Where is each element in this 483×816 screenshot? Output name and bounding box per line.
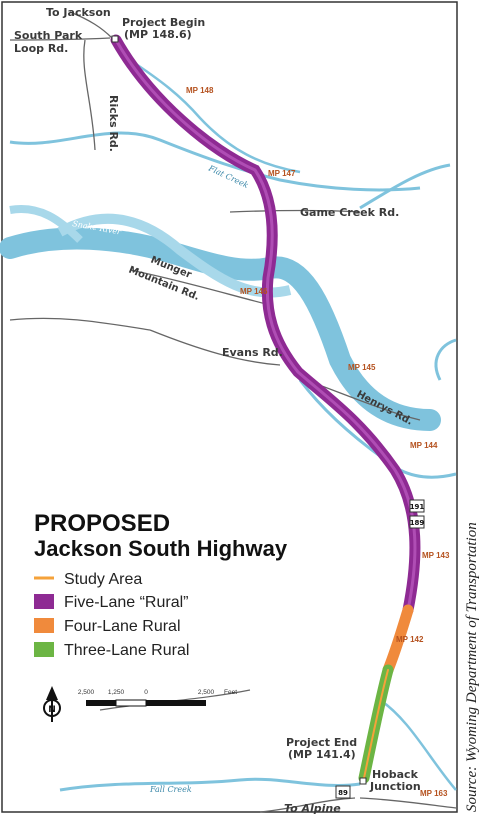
evans-rd-label: Evans Rd.	[222, 346, 283, 359]
highway-shield-189: 189	[409, 515, 425, 529]
project-end-label: Project End	[286, 736, 357, 749]
north-arrow-icon: N	[43, 686, 61, 722]
highway-shield-89: 89	[335, 785, 351, 799]
project-begin-marker	[111, 35, 119, 43]
south-park-loop-road	[9, 37, 111, 41]
to-alpine-road	[259, 797, 356, 813]
milepost-143: MP 143	[422, 551, 450, 560]
game-creek	[359, 163, 451, 210]
to-jackson-label: To Jackson	[46, 6, 111, 19]
river-east	[434, 338, 457, 381]
svg-text:89: 89	[338, 789, 348, 797]
study-area-line	[363, 669, 389, 779]
milepost-163: MP 163	[420, 789, 448, 798]
south-park-label: South Park	[14, 29, 83, 42]
svg-text:189: 189	[410, 519, 425, 527]
milepost-146: MP 146	[240, 287, 268, 296]
scale-tick-1: 2,500	[78, 689, 95, 696]
scale-bar: 2,500 1,250 0 2,500 Feet	[78, 689, 237, 707]
hoback-river	[379, 698, 457, 791]
legend-swatch-three-lane	[34, 642, 54, 657]
svg-text:N: N	[48, 705, 56, 715]
project-begin-mp-label: (MP 148.6)	[124, 28, 192, 41]
milepost-148: MP 148	[186, 86, 214, 95]
loop-rd-label: Loop Rd.	[14, 42, 68, 55]
munger-mountain-road	[129, 269, 271, 306]
milepost-145: MP 145	[348, 363, 376, 372]
scale-unit: Feet	[224, 689, 237, 696]
milepost-144: MP 144	[410, 441, 438, 450]
svg-text:191: 191	[410, 503, 425, 511]
flat-creek	[9, 131, 421, 192]
legend: PROPOSED Jackson South Highway Study Are…	[34, 510, 288, 659]
ricks-rd-label: Ricks Rd.	[107, 95, 120, 152]
local-road-west	[9, 317, 151, 331]
source-credit: Source: Wyoming Department of Transporta…	[464, 522, 480, 812]
river-upper	[129, 58, 301, 174]
hoback-label: Hoback	[372, 768, 419, 781]
legend-swatch-five-lane	[34, 594, 54, 609]
milepost-142: MP 142	[396, 635, 424, 644]
ricks-road	[83, 39, 96, 151]
evans-road	[149, 329, 281, 366]
legend-label-study-area: Study Area	[64, 571, 142, 588]
river-west-branch	[9, 205, 83, 243]
five-lane-inner	[114, 39, 417, 611]
fall-creek	[59, 777, 361, 792]
legend-label-three-lane: Three-Lane Rural	[64, 642, 189, 659]
scale-tick-4: 2,500	[198, 689, 215, 696]
scale-tick-2: 1,250	[108, 689, 125, 696]
to-jackson-road	[69, 11, 113, 39]
project-end-mp-label: (MP 141.4)	[288, 748, 356, 761]
legend-swatch-four-lane	[34, 618, 54, 633]
junction-label: Junction	[369, 780, 421, 793]
legend-label-five-lane: Five-Lane “Rural”	[64, 594, 188, 611]
hoback-road	[359, 797, 457, 809]
legend-title-line2: Jackson South Highway	[34, 536, 288, 561]
project-begin-label: Project Begin	[122, 16, 205, 29]
game-creek-rd-label: Game Creek Rd.	[300, 206, 399, 219]
snake-river-channel	[57, 213, 292, 298]
game-creek-road	[229, 209, 361, 213]
project-end-marker	[359, 777, 367, 785]
to-alpine-label: To Alpine	[284, 802, 341, 815]
highway-shield-191: 191	[409, 499, 425, 513]
fall-creek-label: Fall Creek	[149, 785, 192, 794]
legend-title-line1: PROPOSED	[34, 510, 170, 537]
legend-label-four-lane: Four-Lane Rural	[64, 618, 181, 635]
milepost-147: MP 147	[268, 169, 296, 178]
scale-tick-3: 0	[144, 689, 148, 696]
